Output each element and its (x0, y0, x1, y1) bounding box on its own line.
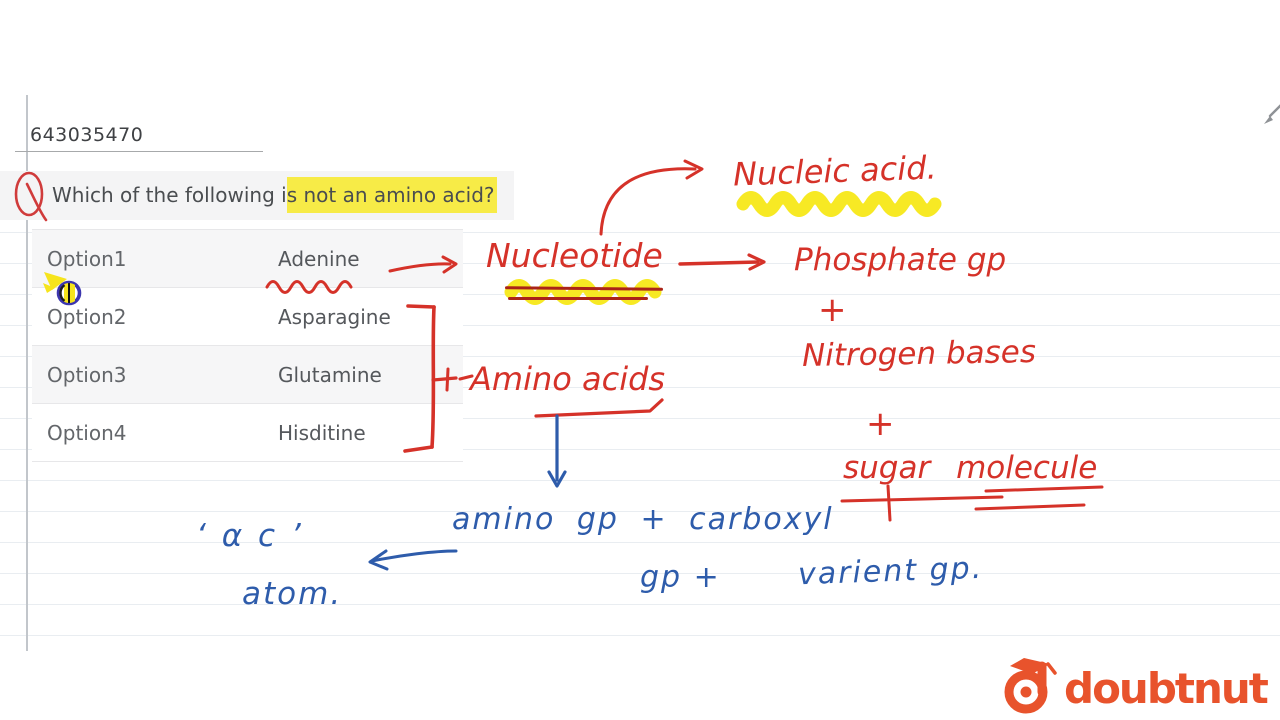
option-value: Glutamine (278, 362, 382, 387)
question-id: 643035470 (30, 124, 144, 146)
plus-sign: + (818, 290, 847, 330)
amino-components-line2: gp + (640, 560, 721, 595)
sugar-molecule-label: sugar molecule (843, 450, 1098, 486)
question-text: Which of the following is not an amino a… (52, 171, 497, 220)
option-label: Option4 (47, 420, 127, 445)
doubtnut-logo-text: doubtnut (1064, 664, 1269, 713)
question-text-plain: Which of the following i (52, 183, 287, 207)
arrow-nucleotide-to-phosphate-icon (678, 253, 766, 271)
option-row-2[interactable]: Option2 Asparagine (32, 288, 463, 346)
option-label: Option3 (47, 362, 127, 387)
option-row-4[interactable]: Option4 Hisditine (32, 404, 463, 462)
margin-line (26, 95, 28, 651)
phosphate-gp-label: Phosphate gp (794, 242, 1007, 278)
yellow-wavy-underline-nucleic-acid (736, 191, 942, 217)
question-icon (14, 171, 48, 222)
amino-acids-underline (534, 398, 664, 418)
pen-cursor-icon (1264, 104, 1280, 124)
arrow-left-to-alpha-carbon-icon (368, 549, 458, 571)
arrow-adenine-to-nucleotide-icon (388, 255, 458, 274)
amino-acids-label: Amino acids (470, 360, 666, 398)
option-row-3[interactable]: Option3 Glutamine (32, 346, 463, 404)
highlighter-cursor-icon (43, 272, 82, 306)
options-group-bracket (403, 304, 474, 453)
option-label: Option2 (47, 304, 127, 329)
arrow-down-amino-components-icon (547, 414, 567, 488)
plus-sign: + (866, 404, 895, 444)
alpha-carbon-label: ‘ α c ’ (196, 518, 304, 554)
curved-arrow-to-nucleic-acid-icon (599, 159, 704, 236)
amino-components-line1: amino gp + carboxyl (452, 502, 834, 537)
sugar-molecule-underlines (840, 484, 1104, 522)
option-row-1[interactable]: Option1 Adenine (32, 230, 463, 288)
option-value: Asparagine (278, 304, 391, 329)
nitrogen-bases-label: Nitrogen bases (801, 333, 1037, 375)
question-id-underline (15, 151, 263, 152)
option-value: Adenine (278, 246, 360, 271)
option-value: Hisditine (278, 420, 366, 445)
yellow-wavy-underline-nucleotide (504, 279, 662, 305)
atom-label: atom. (242, 576, 343, 612)
amino-components-line3: varient gp. (797, 550, 984, 593)
option-label: Option1 (47, 246, 127, 271)
options-table: Option1 Adenine Option2 Asparagine Optio… (32, 229, 463, 462)
red-strike-line (508, 297, 648, 300)
red-wavy-underline-adenine (265, 280, 353, 294)
doubtnut-logo-icon (1004, 658, 1057, 714)
question-text-highlight: s not an amino acid? (286, 177, 497, 213)
nucleotide-label: Nucleotide (486, 236, 663, 275)
